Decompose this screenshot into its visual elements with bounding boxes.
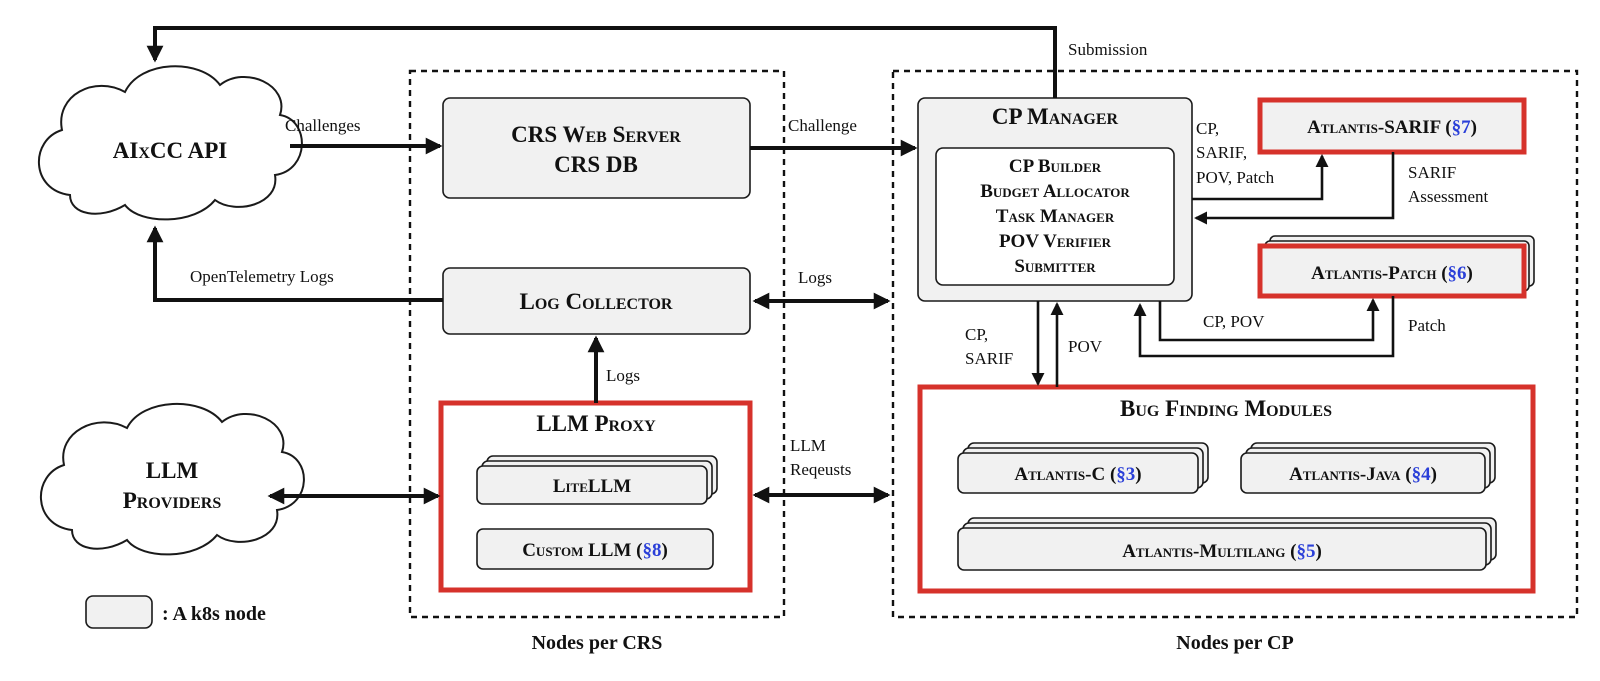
llm-providers-label-1: LLM: [146, 458, 199, 483]
crs-group-label: Nodes per CRS: [532, 632, 663, 654]
cp-nodes-group: [891, 69, 1579, 619]
llm-proxy-label: LLM Proxy: [536, 411, 656, 436]
patch-return-arrow: [1133, 296, 1395, 358]
custom-llm-node: [476, 528, 714, 570]
atlantis-java-ref: §4: [1412, 464, 1432, 485]
cp-group-label: Nodes per CP: [1176, 632, 1293, 654]
cp-manager-inner-box: [935, 147, 1175, 286]
atlantis-patch-node-stack: Atlantis-Patch (§6): [1257, 235, 1535, 299]
crs-web-server-label: CRS Web Server: [511, 122, 681, 147]
legend-node-swatch: [85, 595, 153, 629]
atlantis-multilang-ref: §5: [1296, 541, 1315, 562]
sarif-assessment-label-2: Assessment: [1408, 187, 1489, 206]
pov-label: POV: [1068, 337, 1103, 356]
crs-web-server-node: [442, 97, 751, 199]
submission-label: Submission: [1068, 40, 1148, 59]
llm-providers-cloud: LLM Providers: [40, 403, 305, 556]
otel-logs-arrow: [146, 225, 443, 302]
legend-label: : A k8s node: [162, 603, 266, 625]
to-bfm-label-1: CP,: [965, 325, 988, 344]
custom-llm-ref: §8: [642, 540, 661, 561]
log-collector-label: Log Collector: [520, 289, 673, 314]
to-sarif-arrow: [1192, 154, 1329, 201]
aixcc-api-cloud: AIxCC API: [38, 65, 303, 221]
logs-mid-label: Logs: [798, 268, 832, 287]
llm-requests-label-1: LLM: [790, 436, 826, 455]
atlantis-sarif-label: Atlantis-SARIF (§7): [1307, 117, 1477, 138]
to-sarif-label-3: POV, Patch: [1196, 168, 1275, 187]
atlantis-patch-ref: §6: [1448, 263, 1467, 284]
llm-providers-label-2: Providers: [123, 488, 222, 513]
challenge-label: Challenge: [788, 116, 857, 135]
submission-arrow: [146, 26, 1057, 98]
patch-label: Patch: [1408, 316, 1446, 335]
atlantis-c-label: Atlantis-C (§3): [1014, 464, 1141, 485]
cp-pov-label: CP, POV: [1203, 312, 1265, 331]
to-patch-arrow: [1158, 298, 1380, 342]
bug-finding-modules-label: Bug Finding Modules: [1120, 396, 1332, 421]
sarif-assessment-label-1: SARIF: [1408, 163, 1456, 182]
custom-llm-label: Custom LLM (§8): [522, 540, 668, 561]
atlantis-java-node-stack: Atlantis-Java (§4): [1240, 442, 1496, 494]
task-manager-label: Task Manager: [996, 206, 1115, 227]
logs-up-label: Logs: [606, 366, 640, 385]
atlantis-c-node-stack: Atlantis-C (§3): [957, 442, 1209, 494]
atlantis-multilang-node-stack: Atlantis-Multilang (§5): [957, 517, 1497, 571]
llm-requests-label-2: Reqeusts: [790, 460, 851, 479]
bug-finding-modules-box: [917, 384, 1536, 594]
crs-db-label: CRS DB: [554, 152, 638, 177]
submitter-label: Submitter: [1014, 256, 1096, 277]
challenges-label: Challenges: [285, 116, 361, 135]
aixcc-api-label: AIxCC API: [113, 138, 227, 163]
cp-builder-label: CP Builder: [1009, 156, 1102, 177]
to-sarif-label-2: SARIF,: [1196, 143, 1247, 162]
atlantis-multilang-label: Atlantis-Multilang (§5): [1122, 541, 1322, 562]
sarif-assessment-arrow: [1194, 152, 1395, 225]
atlantis-c-ref: §3: [1116, 464, 1135, 485]
to-bfm-label-2: SARIF: [965, 349, 1013, 368]
atlantis-patch-label: Atlantis-Patch (§6): [1311, 263, 1473, 284]
litellm-node-stack: LiteLLM: [476, 455, 718, 505]
cp-manager-label: CP Manager: [992, 104, 1119, 129]
atlantis-java-label: Atlantis-Java (§4): [1289, 464, 1437, 485]
budget-allocator-label: Budget Allocator: [980, 181, 1130, 202]
to-sarif-label-1: CP,: [1196, 119, 1219, 138]
otel-logs-label: OpenTelemetry Logs: [190, 267, 334, 286]
crs-nodes-group: [408, 69, 786, 619]
litellm-label: LiteLLM: [553, 476, 631, 497]
atlantis-sarif-ref: §7: [1452, 117, 1472, 138]
pov-verifier-label: POV Verifier: [999, 231, 1112, 252]
